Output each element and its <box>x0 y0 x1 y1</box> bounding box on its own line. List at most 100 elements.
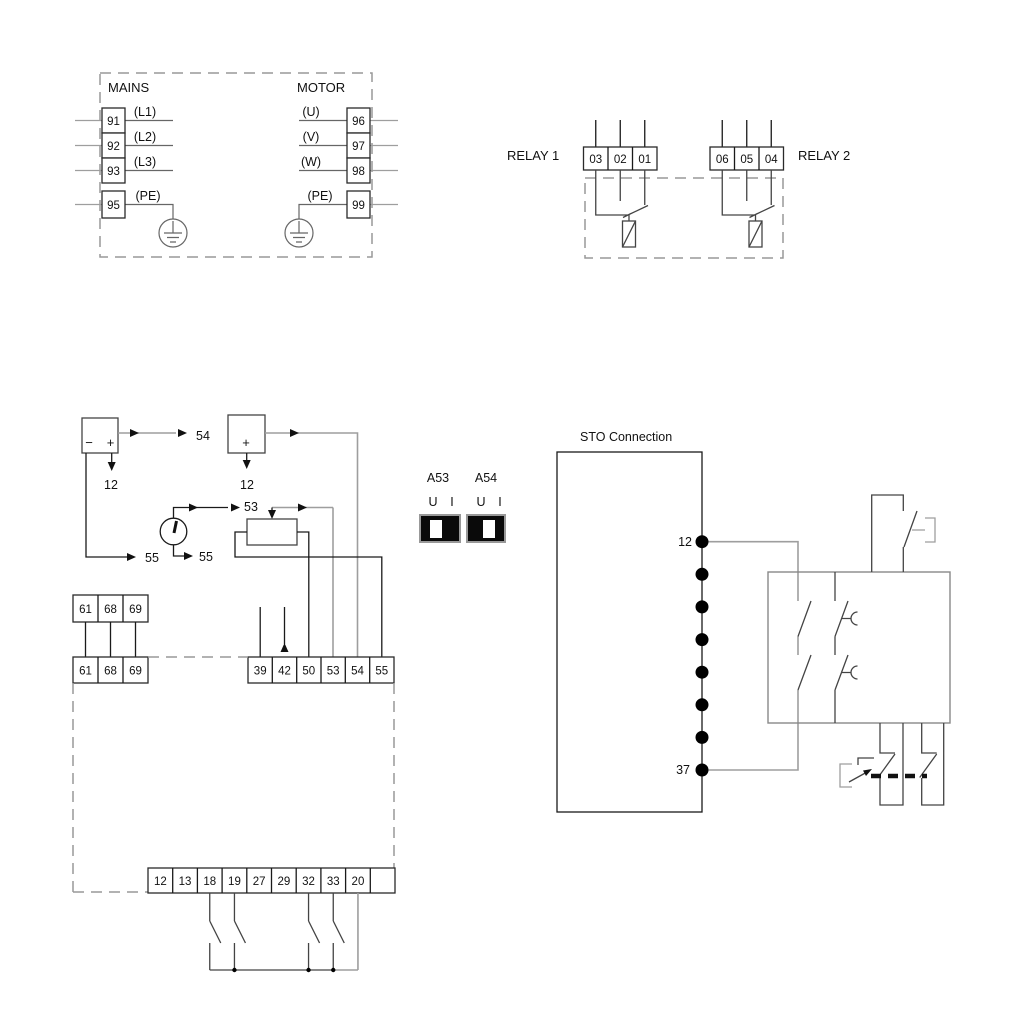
relay-enclosure-dashed-box <box>584 177 784 259</box>
relay1-label: RELAY 1 <box>507 148 559 163</box>
external-supply1-box <box>81 417 119 454</box>
motor-external-stubs <box>370 119 398 206</box>
net-label-12: 12 <box>104 478 118 492</box>
mains-external-stubs <box>75 119 102 206</box>
aux-lower-dividers <box>97 657 124 683</box>
safety-relay-internal-contacts <box>834 572 858 723</box>
wire-label-v: (V) <box>303 130 320 144</box>
current-source-output-wire <box>172 506 228 518</box>
junction-dot <box>306 967 311 973</box>
wire-label-w: (W) <box>301 155 321 169</box>
potentiometer-icon <box>246 518 298 546</box>
flow-arrow <box>268 510 276 519</box>
terminal-99-number: 99 <box>352 200 365 212</box>
sto-terminal12-label: 12 <box>678 535 692 549</box>
mains-motor-section: MAINS MOTOR (L1) (L2) (L3) (PE) (U) (V) … <box>75 72 398 258</box>
sto-terminal-dot <box>695 600 709 614</box>
estop-actuator-bracket-icon <box>839 763 852 788</box>
supply1-return-wire <box>85 453 127 558</box>
flow-arrow <box>242 460 251 469</box>
relay1-contact-icon <box>595 170 649 248</box>
flow-arrow <box>130 429 139 437</box>
safety-relay-output-contacts <box>797 600 812 691</box>
terminal-33: 33 <box>327 876 340 888</box>
flow-arrow <box>280 643 289 652</box>
sto-terminal-dot <box>695 633 709 647</box>
wire-label-pe-right: (PE) <box>308 189 333 203</box>
enclosure-dashed-edges <box>72 683 395 893</box>
flow-arrow <box>298 503 307 512</box>
a54-slider-i-position <box>483 520 495 538</box>
net-label-55b: 55 <box>199 550 213 564</box>
aux-connector-wires <box>84 622 137 657</box>
flow-arrow <box>231 503 240 512</box>
sto-safety-loop-wire <box>702 540 799 771</box>
wire-label-l1: (L1) <box>134 105 156 119</box>
a53-slider-u-position <box>430 520 442 538</box>
terminal-39: 39 <box>254 666 267 678</box>
terminal-68: 68 <box>104 666 117 678</box>
terminal-55: 55 <box>375 666 388 678</box>
sto-drive-box <box>556 451 703 813</box>
wire-label-pe-left: (PE) <box>136 189 161 203</box>
current-source-icon <box>159 517 188 546</box>
terminal-69: 69 <box>129 666 142 678</box>
terminal-93-number: 93 <box>107 166 120 178</box>
terminal-06-number: 06 <box>716 154 729 166</box>
flow-arrow <box>184 552 193 560</box>
wire-label-l2: (L2) <box>134 130 156 144</box>
terminal-27: 27 <box>253 876 266 888</box>
relay2-contact-icon <box>721 170 775 248</box>
terminal-92-number: 92 <box>107 141 120 153</box>
motor-label: MOTOR <box>297 80 345 95</box>
supply1-plus-sign: + <box>107 435 115 450</box>
supply2-plus-sign: + <box>242 435 250 450</box>
mains-motor-enclosure-dashed-box <box>99 72 373 258</box>
potentiometer-to-terminal55-wire <box>234 531 383 657</box>
terminal-91-number: 91 <box>107 116 120 128</box>
relay2-cell-dividers <box>733 147 760 170</box>
a53-label: A53 <box>427 471 449 485</box>
analog-row-dividers <box>271 657 371 683</box>
terminal-98-box <box>346 157 371 184</box>
a54-i-label: I <box>498 495 501 509</box>
terminal-03-number: 03 <box>589 154 602 166</box>
flow-arrow <box>178 429 187 437</box>
terminal-20: 20 <box>352 876 365 888</box>
net-label-55: 55 <box>145 551 159 565</box>
sto-terminal-dot <box>695 698 709 712</box>
terminal-95-number: 95 <box>107 200 120 212</box>
sto-terminal-dot-12 <box>695 535 709 549</box>
terminal-12: 12 <box>154 876 167 888</box>
terminal-61: 61 <box>79 666 92 678</box>
reset-button-circuit <box>871 494 936 572</box>
sto-terminal-dot-37 <box>695 763 709 777</box>
terminal-29: 29 <box>277 876 290 888</box>
terminal-05-number: 05 <box>740 154 753 166</box>
terminal-13: 13 <box>179 876 192 888</box>
relay1-cell-dividers <box>607 147 634 170</box>
net-label-54: 54 <box>196 429 210 443</box>
wire-label-u: (U) <box>302 105 319 119</box>
terminal-93-box <box>101 157 126 184</box>
motor-phase-lines <box>299 119 347 172</box>
net-label-53: 53 <box>244 500 258 514</box>
terminal-32: 32 <box>302 876 315 888</box>
ground-icon <box>158 218 188 248</box>
wire-label-l3: (L3) <box>134 155 156 169</box>
terminal-98-number: 98 <box>352 166 365 178</box>
terminal-42: 42 <box>278 666 291 678</box>
mains-label: MAINS <box>108 80 150 95</box>
current-source-return-wire <box>172 545 184 557</box>
junction-dot <box>331 967 336 973</box>
terminal-69-upper: 69 <box>129 604 142 616</box>
a54-label: A54 <box>475 471 497 485</box>
sto-terminal37-label: 37 <box>676 763 690 777</box>
terminal-95-box <box>101 190 126 219</box>
junction-dot <box>232 967 237 973</box>
terminal-61-upper: 61 <box>79 604 92 616</box>
relay-top-wires <box>595 120 772 147</box>
digital-input-switch-icon <box>209 893 345 970</box>
